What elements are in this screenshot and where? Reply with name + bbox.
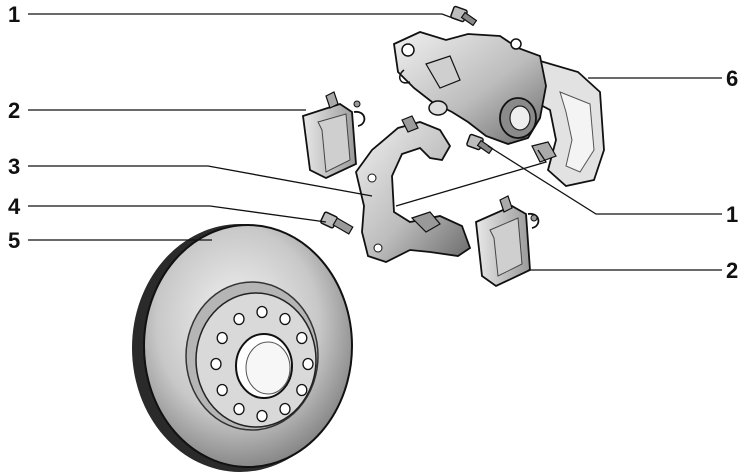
disc-hub-hole <box>296 383 308 397</box>
leader-4 <box>28 205 327 223</box>
leader-bracket-connect <box>395 149 548 207</box>
guide-bolt <box>320 211 354 235</box>
disc-hub-hole <box>296 331 308 345</box>
disc-hub-hole <box>210 357 222 371</box>
callout-labels: 1 2 3 4 5 6 1 2 <box>8 2 738 283</box>
bolt-upper <box>450 5 478 27</box>
callout-2-lower: 2 <box>726 258 738 283</box>
disc-hub-hole <box>216 383 228 397</box>
disc-hub-hole <box>216 331 228 345</box>
caliper-with-splash-shield <box>393 31 605 187</box>
callout-2-upper: 2 <box>8 98 20 123</box>
disc-hub-hole <box>256 409 268 423</box>
callout-1-upper: 1 <box>8 2 20 27</box>
brake-pad-outer <box>475 195 540 288</box>
disc-hub-hole <box>279 402 291 416</box>
disc-hub-hole <box>279 312 291 326</box>
callout-6: 6 <box>726 66 738 91</box>
bolt-lower <box>466 133 494 155</box>
brake-pad-inner <box>302 91 366 179</box>
callout-3: 3 <box>8 154 20 179</box>
brake-disc <box>132 224 353 472</box>
disc-hub-hole <box>302 357 314 371</box>
callout-4: 4 <box>8 194 21 219</box>
disc-hub-hole <box>256 305 268 319</box>
leader-3 <box>28 165 373 197</box>
disc-hub-hole <box>233 312 245 326</box>
disc-hub-holes <box>210 305 314 423</box>
leader-1-lower <box>487 145 722 215</box>
caliper-bracket <box>355 115 472 263</box>
callout-1-lower: 1 <box>726 202 738 227</box>
leader-lines <box>28 13 722 271</box>
callout-5: 5 <box>8 228 20 253</box>
disc-hub-hole <box>233 402 245 416</box>
leader-1-upper <box>28 13 459 21</box>
